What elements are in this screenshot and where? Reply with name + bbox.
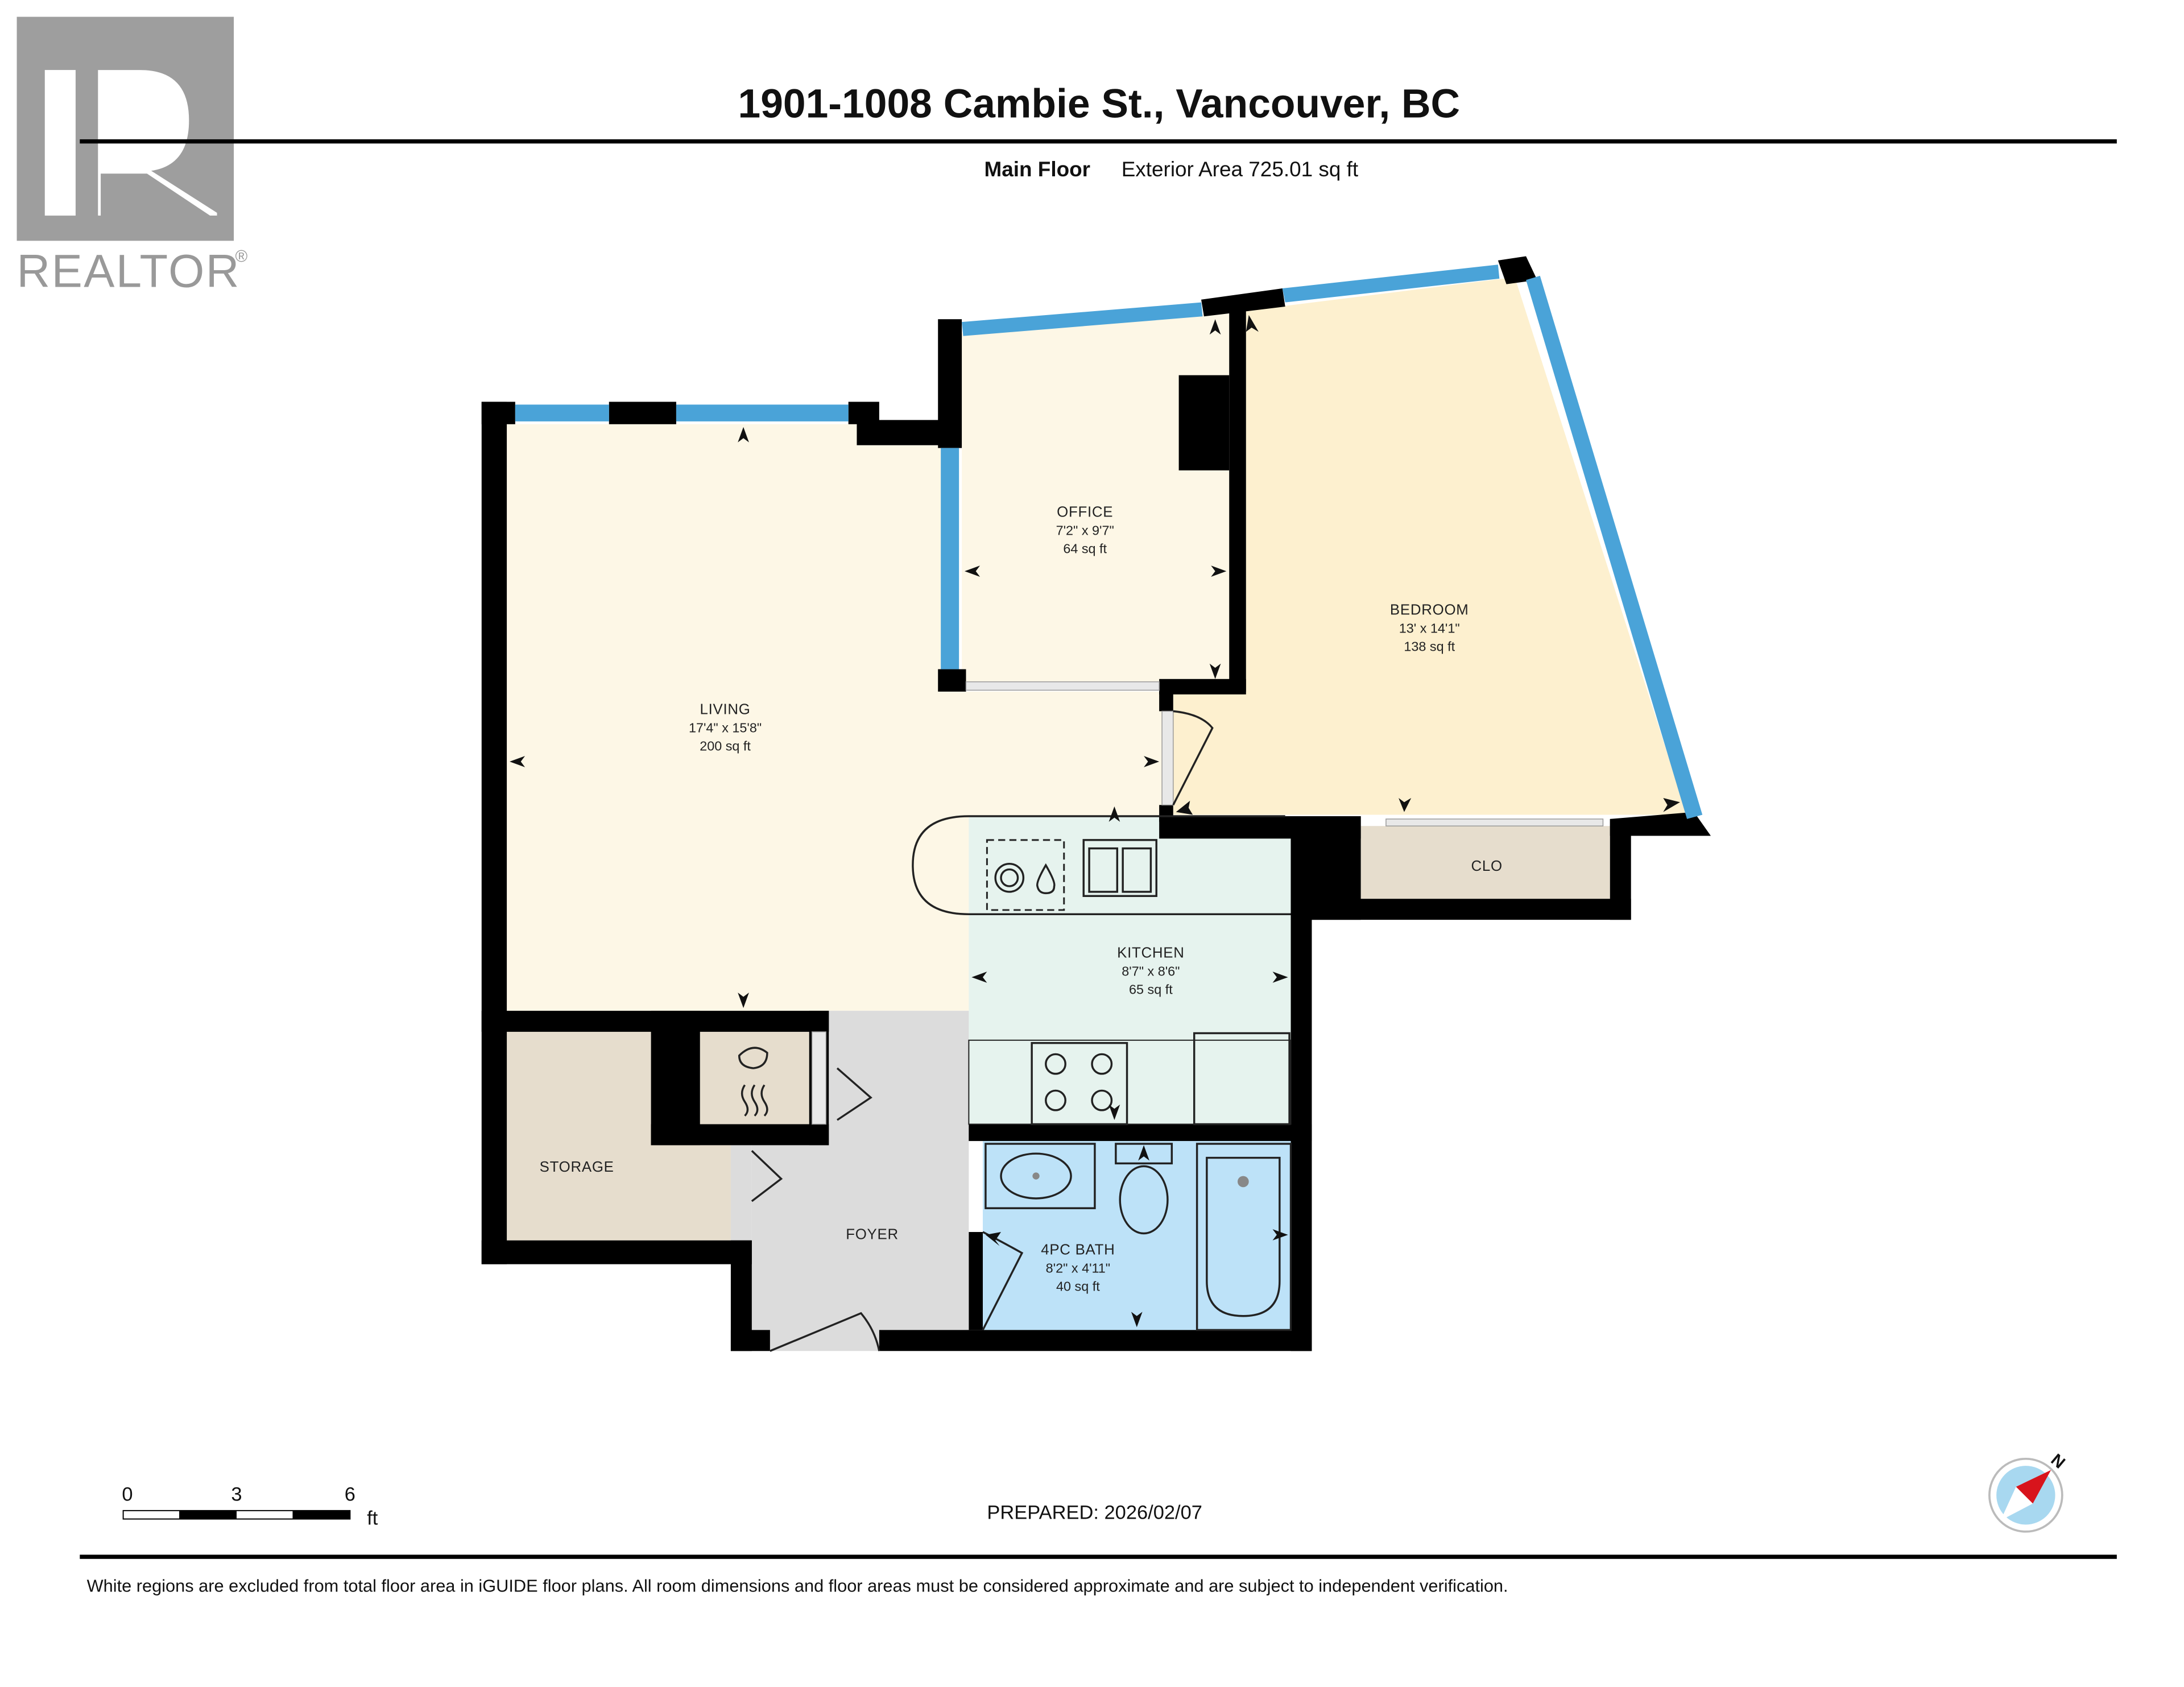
stove-icon <box>1031 1042 1128 1126</box>
windows <box>515 264 1703 819</box>
footer-rule <box>80 1554 2117 1559</box>
room-label-closet: CLO <box>1471 858 1502 874</box>
room-label-office: OFFICE 7'2" x 9'7" 64 sq ft <box>1056 504 1114 556</box>
room-area: 64 sq ft <box>1063 541 1107 556</box>
kitchen-fixtures <box>912 815 1292 1126</box>
foyer-area <box>751 1011 969 1351</box>
realtor-wordmark: REALTOR <box>17 246 241 297</box>
fridge-icon <box>1193 1032 1290 1126</box>
room-label-bath: 4PC BATH 8'2" x 4'11" 40 sq ft <box>1041 1242 1115 1293</box>
disclaimer-text: White regions are excluded from total fl… <box>87 1576 1508 1596</box>
compass-icon: N <box>1988 1450 2069 1533</box>
header-rule <box>80 139 2117 144</box>
room-area: 200 sq ft <box>700 738 751 753</box>
closet-area <box>1360 826 1610 899</box>
room-fills <box>501 277 1687 1351</box>
doors <box>751 681 1604 1352</box>
bath-sink-icon <box>1000 1152 1072 1200</box>
room-area: 138 sq ft <box>1404 639 1455 654</box>
bedroom-area <box>1173 277 1687 815</box>
room-area: 65 sq ft <box>1129 982 1173 997</box>
room-dimensions: 13' x 14'1" <box>1399 621 1460 636</box>
room-dimensions: 17'4" x 15'8" <box>689 720 762 735</box>
dimension-markers <box>510 315 1680 1328</box>
room-label-storage: STORAGE <box>540 1159 614 1175</box>
room-label-bedroom: BEDROOM 13' x 14'1" 138 sq ft <box>1390 602 1469 654</box>
room-name: OFFICE <box>1057 504 1113 520</box>
double-sink-icon <box>1082 839 1157 898</box>
walls <box>481 256 1711 1351</box>
scale-unit: ft <box>367 1507 378 1529</box>
office-area <box>962 313 1230 682</box>
water-drop-icon <box>1036 863 1056 895</box>
scale-tick-6: 6 <box>345 1484 355 1506</box>
room-area: 40 sq ft <box>1056 1279 1100 1293</box>
room-name: KITCHEN <box>1117 945 1185 961</box>
room-label-foyer: FOYER <box>846 1226 899 1242</box>
area-label: Exterior Area 725.01 sq ft <box>1122 158 1358 181</box>
room-name: BEDROOM <box>1390 602 1469 618</box>
room-dimensions: 8'7" x 8'6" <box>1122 964 1180 979</box>
bath-area <box>983 1141 1291 1330</box>
living-room-area <box>507 424 1163 1011</box>
prepared-date: PREPARED: 2026/02/07 <box>987 1502 1202 1524</box>
bath-fixtures <box>985 1143 1292 1332</box>
registered-mark: ® <box>235 247 248 266</box>
laundry-area <box>700 1032 812 1124</box>
dryer-heat-icon <box>741 1084 768 1117</box>
room-label-living: LIVING 17'4" x 15'8" 200 sq ft <box>689 701 762 753</box>
storage-area <box>501 1032 731 1241</box>
room-dimensions: 7'2" x 9'7" <box>1056 523 1114 537</box>
bathtub-icon <box>1196 1143 1292 1332</box>
room-name: LIVING <box>700 701 751 717</box>
room-dimensions: 8'2" x 4'11" <box>1046 1260 1110 1275</box>
washer-drop-icon <box>738 1047 768 1069</box>
scale-tick-0: 0 <box>122 1484 133 1506</box>
laundry-fixtures <box>738 1047 768 1117</box>
scale-tick-3: 3 <box>231 1484 242 1506</box>
toilet-icon <box>1119 1165 1169 1235</box>
page-title: 1901-1008 Cambie St., Vancouver, BC <box>738 81 1461 127</box>
dishwasher-icon <box>986 839 1065 911</box>
scale-bar: 0 3 6 ft <box>122 1484 378 1529</box>
floor-label: Main Floor <box>984 158 1090 181</box>
room-name: 4PC BATH <box>1041 1242 1115 1258</box>
room-label-kitchen: KITCHEN 8'7" x 8'6" 65 sq ft <box>1117 945 1185 997</box>
realtor-logo: REALTOR ® <box>16 16 248 297</box>
